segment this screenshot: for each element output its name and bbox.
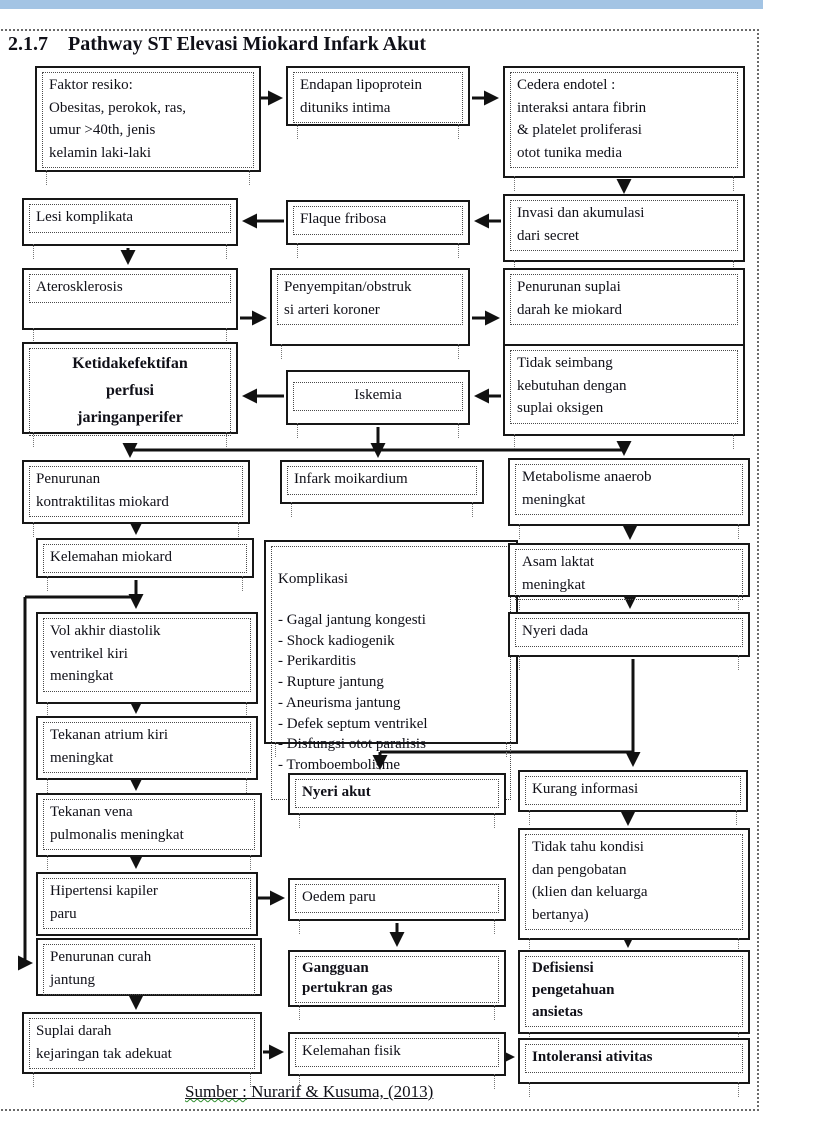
node-tidak-seimbang-text: Tidak seimbang kebutuhan dengan suplai o… <box>510 350 738 424</box>
node-vol-akhir-diastolik: Vol akhir diastolik ventrikel kiri menin… <box>36 612 258 717</box>
node-metabolisme-anaerob-text: Metabolisme anaerob meningkat <box>515 464 743 515</box>
node-komplikasi-text: Komplikasi - Gagal jantung kongesti - Sho… <box>271 546 511 801</box>
node-tidak-tahu-kondisi: Tidak tahu kondisi dan pengobatan (klien… <box>518 828 750 953</box>
node-suplai-darah-text: Suplai darah kejaringan tak adekuat <box>29 1018 255 1069</box>
node-intoleransi-aktivitas-text: Intoleransi ativitas <box>525 1044 743 1073</box>
node-aterosklerosis: Aterosklerosis <box>22 268 238 343</box>
node-intoleransi-aktivitas: Intoleransi ativitas <box>518 1038 750 1097</box>
node-penurunan-suplai-text: Penurunan suplai darah ke miokard <box>510 274 738 325</box>
komplikasi-item: - Gagal jantung kongesti <box>278 612 426 629</box>
node-invasi-akumulasi: Invasi dan akumulasi dari secret <box>503 194 745 275</box>
node-tekanan-atrium-text: Tekanan atrium kiri meningkat <box>43 722 251 773</box>
node-tekanan-vena-text: Tekanan vena pulmonalis meningkat <box>43 799 255 850</box>
node-faktor-resiko-text: Faktor resiko: Obesitas, perokok, ras, u… <box>42 72 254 168</box>
node-vol-akhir-diastolik-text: Vol akhir diastolik ventrikel kiri menin… <box>43 618 251 692</box>
node-kurang-informasi: Kurang informasi <box>518 770 748 825</box>
node-endapan-lipoprotein: Endapan lipoprotein dituniks intima <box>286 66 470 139</box>
komplikasi-title: Komplikasi <box>278 570 348 587</box>
node-lesi-komplikata-text: Lesi komplikata <box>29 204 231 233</box>
node-penurunan-curah: Penurunan curah jantung <box>36 938 262 996</box>
node-gangguan-pertukaran-gas: Gangguan pertukran gas <box>288 950 506 1020</box>
node-gangguan-pertukaran-gas-text: Gangguan pertukran gas <box>295 956 499 1003</box>
node-penurunan-kontraktilitas: Penurunan kontraktilitas miokard <box>22 460 250 537</box>
node-ketidakefektifan-perfusi-text: Ketidakefektifan perfusi jaringanperifer <box>29 348 231 436</box>
node-kelemahan-fisik: Kelemahan fisik <box>288 1032 506 1089</box>
node-cedera-endotel-text: Cedera endotel : interaksi antara fibrin… <box>510 72 738 168</box>
node-penurunan-suplai: Penurunan suplai darah ke miokard <box>503 268 745 359</box>
node-iskemia: Iskemia <box>286 370 470 438</box>
node-suplai-darah: Suplai darah kejaringan tak adekuat <box>22 1012 262 1087</box>
node-komplikasi: Komplikasi - Gagal jantung kongesti - Sho… <box>264 540 518 801</box>
komplikasi-item: - Defek septum ventrikel <box>278 715 428 732</box>
node-nyeri-akut-text: Nyeri akut <box>295 779 499 808</box>
node-hipertensi-kapiler: Hipertensi kapiler paru <box>36 872 258 936</box>
node-oedem-paru-text: Oedem paru <box>295 884 499 913</box>
page-title: 2.1.7 Pathway ST Elevasi Miokard Infark … <box>8 33 427 55</box>
node-asam-laktat-text: Asam laktat meningkat <box>515 549 743 600</box>
node-aterosklerosis-text: Aterosklerosis <box>29 274 231 303</box>
source-text: Nurarif & Kusuma, (2013) <box>246 1082 434 1101</box>
node-nyeri-akut: Nyeri akut <box>288 773 506 828</box>
node-nyeri-dada: Nyeri dada <box>508 612 750 670</box>
node-kurang-informasi-text: Kurang informasi <box>525 776 741 805</box>
komplikasi-item: - Disfungsi otot paralisis <box>278 736 426 753</box>
source-label: Sumber : <box>185 1082 247 1101</box>
node-penurunan-curah-text: Penurunan curah jantung <box>43 944 255 995</box>
node-tidak-seimbang: Tidak seimbang kebutuhan dengan suplai o… <box>503 344 745 449</box>
node-oedem-paru: Oedem paru <box>288 878 506 934</box>
node-tekanan-atrium: Tekanan atrium kiri meningkat <box>36 716 258 793</box>
node-kelemahan-miokard-text: Kelemahan miokard <box>43 544 247 573</box>
node-kelemahan-miokard: Kelemahan miokard <box>36 538 254 591</box>
node-penyempitan-obstruksi: Penyempitan/obstruk si arteri koroner <box>270 268 470 359</box>
komplikasi-item: - Aneurisma jantung <box>278 694 401 711</box>
komplikasi-item: - Rupture jantung <box>278 674 384 691</box>
komplikasi-item: - Perikarditis <box>278 653 356 670</box>
komplikasi-item: - Tromboembolisme <box>278 756 401 773</box>
node-hipertensi-kapiler-text: Hipertensi kapiler paru <box>43 878 251 929</box>
node-invasi-akumulasi-text: Invasi dan akumulasi dari secret <box>510 200 738 251</box>
node-iskemia-text: Iskemia <box>293 382 463 411</box>
source-caption: Sumber : Nurarif & Kusuma, (2013) <box>185 1082 433 1102</box>
node-kelemahan-fisik-text: Kelemahan fisik <box>295 1038 499 1067</box>
node-tekanan-vena: Tekanan vena pulmonalis meningkat <box>36 793 262 870</box>
node-lesi-komplikata: Lesi komplikata <box>22 198 238 259</box>
node-penurunan-kontraktilitas-text: Penurunan kontraktilitas miokard <box>29 466 243 517</box>
komplikasi-item: - Shock kadiogenik <box>278 632 395 649</box>
node-metabolisme-anaerob: Metabolisme anaerob meningkat <box>508 458 750 539</box>
node-defisiensi-pengetahuan: Defisiensi pengetahuan ansietas <box>518 950 750 1047</box>
komplikasi-list: - Gagal jantung kongesti - Shock kadiogen… <box>278 610 504 776</box>
page-dotted-border <box>0 29 759 1111</box>
node-faktor-resiko: Faktor resiko: Obesitas, perokok, ras, u… <box>35 66 261 185</box>
node-flaque-fribosa: Flaque fribosa <box>286 200 470 258</box>
node-infark-miokardium: Infark moikardium <box>280 460 484 517</box>
top-accent-bar <box>0 0 763 9</box>
node-endapan-lipoprotein-text: Endapan lipoprotein dituniks intima <box>293 72 463 123</box>
node-nyeri-dada-text: Nyeri dada <box>515 618 743 647</box>
node-asam-laktat: Asam laktat meningkat <box>508 543 750 610</box>
node-tidak-tahu-kondisi-text: Tidak tahu kondisi dan pengobatan (klien… <box>525 834 743 930</box>
node-penyempitan-obstruksi-text: Penyempitan/obstruk si arteri koroner <box>277 274 463 325</box>
node-ketidakefektifan-perfusi: Ketidakefektifan perfusi jaringanperifer <box>22 342 238 447</box>
node-cedera-endotel: Cedera endotel : interaksi antara fibrin… <box>503 66 745 191</box>
node-defisiensi-pengetahuan-text: Defisiensi pengetahuan ansietas <box>525 956 743 1028</box>
node-infark-miokardium-text: Infark moikardium <box>287 466 477 495</box>
node-flaque-fribosa-text: Flaque fribosa <box>293 206 463 235</box>
